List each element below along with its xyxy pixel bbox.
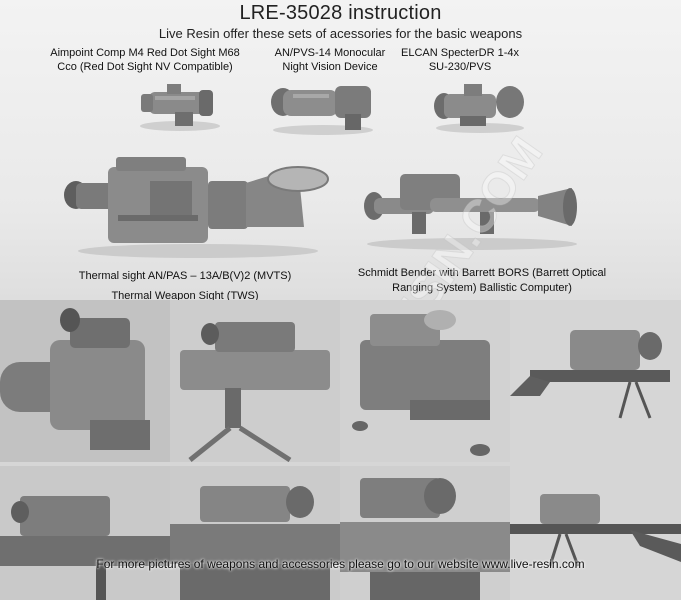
photo-weapon-5 (0, 466, 170, 600)
caption-elcan: ELCAN SpecterDR 1-4x SU-230/PVS (401, 47, 519, 73)
caption-aimpoint: Aimpoint Comp M4 Red Dot Sight M68 Cco (… (50, 47, 240, 73)
photo-weapon-4 (510, 300, 681, 462)
photo-weapon-6 (170, 466, 340, 600)
photo-weapon-1 (0, 300, 170, 462)
footer-website-note: For more pictures of weapons and accesso… (96, 557, 585, 571)
page-subtitle: Live Resin offer these sets of acessorie… (158, 26, 523, 41)
page-title: LRE-35028 instruction (239, 2, 442, 24)
caption-thermal-sight: Thermal sight AN/PAS – 13A/B(V)2 (MVTS) … (78, 270, 292, 302)
thermal-sight-model (64, 157, 329, 258)
caption-anpvs14: AN/PVS-14 Monocular Night Vision Device (274, 47, 386, 73)
photo-weapon-3 (340, 300, 510, 462)
anpvs14-monocular-model (271, 86, 373, 135)
elcan-specter-model (434, 84, 524, 133)
photo-weapon-7 (340, 466, 510, 600)
schmidt-bender-scope-model (364, 174, 577, 250)
aimpoint-sight-model (140, 84, 220, 131)
photo-weapon-2 (170, 300, 340, 462)
caption-schmidt-bender: Schmidt Bender with Barrett BORS (Barret… (357, 267, 607, 294)
photo-weapon-8 (510, 466, 681, 600)
